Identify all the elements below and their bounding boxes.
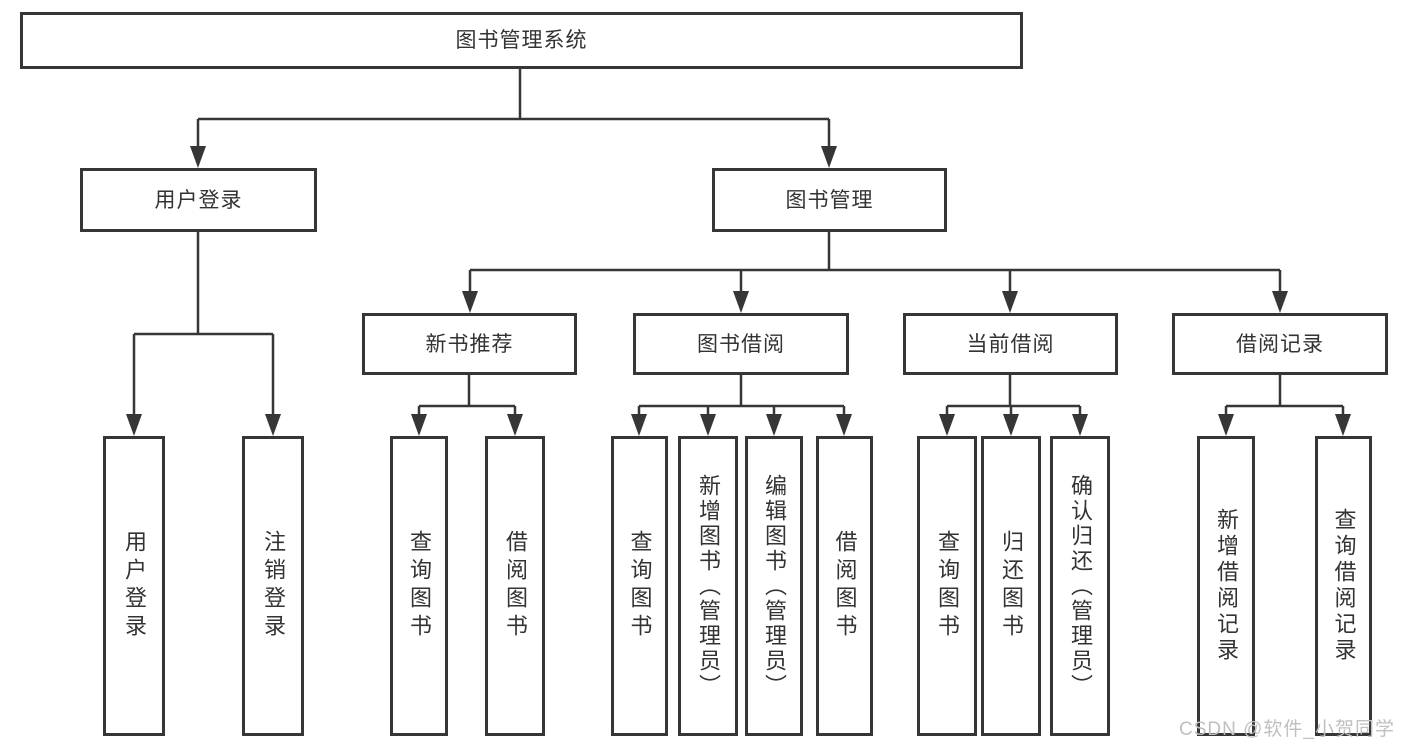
node-borrow-records: 借阅记录 (1172, 313, 1388, 375)
leaf-query-borrow-record: 查询借阅记录 (1315, 436, 1372, 736)
node-new-book-recommend: 新书推荐 (362, 313, 577, 375)
arrowhead (507, 414, 523, 436)
node-current-borrow: 当前借阅 (903, 313, 1118, 375)
arrowhead (1272, 291, 1288, 313)
arrowhead (1072, 414, 1088, 436)
arrowhead (1335, 414, 1351, 436)
leaf-logout: 注销登录 (242, 436, 304, 736)
leaf-return-books: 归还图书 (981, 436, 1041, 736)
arrowhead (631, 414, 647, 436)
arrowhead (766, 414, 782, 436)
connector-lines (132, 69, 1345, 424)
leaf-borrow-books-1: 借阅图书 (485, 436, 545, 736)
arrowhead (411, 414, 427, 436)
arrowhead (1003, 414, 1019, 436)
leaf-user-login: 用户登录 (103, 436, 165, 736)
leaf-add-borrow-record: 新增借阅记录 (1197, 436, 1255, 736)
arrowhead (733, 291, 749, 313)
arrowheads (126, 146, 1351, 436)
arrowhead (1218, 414, 1234, 436)
arrowhead (939, 414, 955, 436)
arrowhead (821, 146, 837, 168)
connector-root-to-level2 (196, 69, 831, 157)
leaf-add-books-admin: 新增图书（管理员） (678, 436, 738, 736)
leaf-query-books-2: 查询图书 (611, 436, 668, 736)
connector-new-book-children (417, 375, 517, 424)
arrowhead (265, 414, 281, 436)
node-book-borrow: 图书借阅 (633, 313, 849, 375)
arrowhead (462, 291, 478, 313)
arrowhead (836, 414, 852, 436)
node-user-login: 用户登录 (80, 168, 317, 232)
leaf-query-books-1: 查询图书 (390, 436, 448, 736)
watermark: CSDN @软件_小贺同学 (1179, 719, 1395, 740)
connector-user-login-children (132, 232, 275, 424)
arrowhead (1002, 291, 1018, 313)
arrowhead (126, 414, 142, 436)
arrowhead (700, 414, 716, 436)
node-book-management: 图书管理 (712, 168, 947, 232)
connector-book-management-children (468, 232, 1282, 302)
leaf-borrow-books-2: 借阅图书 (816, 436, 873, 736)
connector-book-borrow-children (637, 375, 846, 424)
leaf-edit-books-admin: 编辑图书（管理员） (745, 436, 803, 736)
leaf-confirm-return-admin: 确认归还（管理员） (1050, 436, 1110, 736)
node-library-system: 图书管理系统 (20, 12, 1023, 69)
leaf-query-books-3: 查询图书 (917, 436, 977, 736)
arrowhead (190, 146, 206, 168)
connector-borrow-records-children (1224, 375, 1345, 424)
